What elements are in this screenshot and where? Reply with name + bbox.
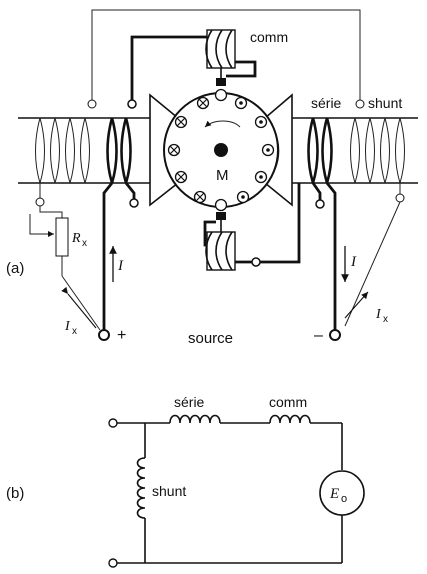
- current-I-label-right: I: [350, 254, 357, 270]
- rotation-arrow: [204, 120, 241, 128]
- shaft-dot: [214, 143, 228, 157]
- emf-sub: o: [341, 493, 347, 505]
- top-comm-winding: [205, 29, 236, 78]
- diagram-b-label: (b): [6, 485, 24, 502]
- comm-coil-b: [269, 414, 311, 424]
- source-label: source: [188, 330, 233, 347]
- conductor-dot: [261, 143, 275, 157]
- conductor-dot: [254, 170, 268, 184]
- top-brush: [216, 78, 226, 86]
- shunt-coil-b: [136, 457, 146, 519]
- shunt-wires: [29, 9, 405, 331]
- conductor-neutral: [214, 198, 228, 212]
- comm-label-b: comm: [269, 394, 307, 410]
- diagram-b: (b) série comm shunt E o: [6, 394, 365, 568]
- armature: [163, 88, 279, 212]
- series-coil-b: [169, 414, 221, 424]
- left-shunt-coil: [35, 117, 90, 184]
- minus-terminal-label: –: [314, 327, 323, 344]
- current-Ix-sub-right: x: [383, 314, 388, 325]
- current-I-label-left: I: [117, 258, 124, 274]
- conductor-cross: [174, 115, 188, 129]
- conductor-dot: [254, 115, 268, 129]
- current-Ix-arrow-right: [344, 291, 369, 319]
- diagram-a-label: (a): [6, 260, 24, 277]
- emf-label: E: [329, 486, 339, 502]
- comm-label-a: comm: [250, 29, 288, 45]
- terminal-bottom: [108, 558, 118, 568]
- right-shunt-coil: [350, 117, 405, 184]
- conductor-cross: [174, 170, 188, 184]
- serie-label-b: série: [174, 394, 205, 410]
- current-Ix-label-left: I: [64, 319, 71, 334]
- right-series-coil: [307, 117, 333, 184]
- rheostat-sub: x: [82, 238, 87, 249]
- conductor-dot: [236, 190, 250, 204]
- shunt-label-a: shunt: [368, 95, 402, 111]
- series-wires: [98, 35, 341, 341]
- bottom-brush: [216, 212, 226, 220]
- diagram-a: (a) comm série shunt M source + – I I I …: [6, 9, 418, 347]
- rheostat-label: R: [71, 231, 81, 246]
- conductor-cross: [193, 190, 207, 204]
- conductor-neutral: [214, 88, 228, 102]
- serie-label-a: série: [311, 95, 342, 111]
- current-Ix-arrow-left: [61, 286, 97, 329]
- conductor-cross: [167, 143, 181, 157]
- left-series-coil: [106, 117, 132, 184]
- current-Ix-sub-left: x: [72, 326, 77, 337]
- conductor-dot: [234, 96, 248, 110]
- shunt-label-b: shunt: [152, 483, 186, 499]
- bottom-comm-winding: [205, 220, 236, 271]
- terminal-top: [108, 418, 118, 428]
- motor-label: M: [216, 167, 229, 184]
- rheostat: [55, 217, 69, 257]
- current-Ix-label-right: I: [375, 307, 382, 322]
- conductor-cross: [196, 96, 210, 110]
- plus-terminal-label: +: [117, 327, 126, 344]
